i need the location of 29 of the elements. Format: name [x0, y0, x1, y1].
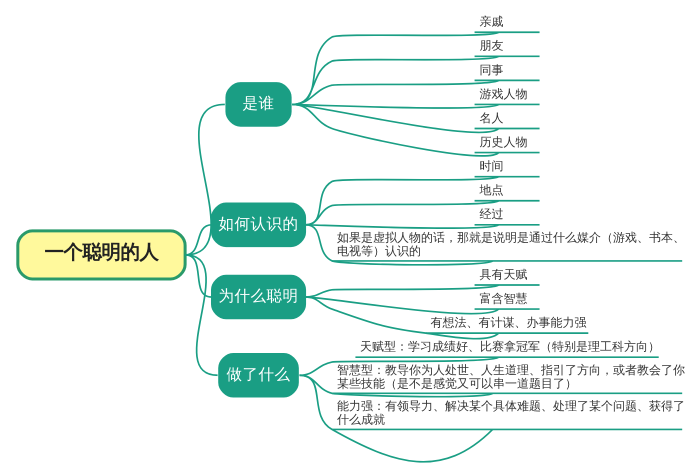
node-text: 智慧型：教导你为人处世、人生道理、指引了方向，或者教会了你某些技能（是不是感觉又可以串一道题目了）: [336, 363, 684, 390]
node-text: 同事: [478, 62, 503, 77]
node-text: 具有天赋: [478, 267, 527, 282]
connector: [184, 254, 218, 376]
node-box: 为什么聪明: [210, 274, 306, 320]
node-text: 名人: [478, 110, 503, 125]
connector: [292, 104, 498, 157]
node-text: 亲戚: [478, 14, 503, 29]
node-text: 富含智慧: [478, 291, 527, 306]
node-text: 游戏人物: [478, 86, 527, 101]
connector: [298, 374, 493, 462]
node-box: 做了什么: [218, 352, 298, 398]
node-text: 有想法、有计谋、办事能力强: [430, 316, 586, 330]
node-text: 经过: [478, 207, 503, 222]
node-text: 地点: [478, 183, 503, 198]
node-text: 朋友: [478, 38, 503, 53]
node-box: 一个聪明的人: [16, 229, 186, 280]
node-box: 是谁: [224, 82, 292, 127]
connector: [304, 224, 492, 266]
node-text: 天赋型：学习成绩好、比赛拿冠军（特别是理工科方向）: [360, 340, 660, 354]
connector: [304, 284, 498, 298]
connector: [304, 176, 498, 226]
connector: [304, 296, 498, 314]
node-box: 如何认识的: [210, 202, 306, 248]
connector: [304, 296, 499, 340]
node-text: 如果是虚拟人物的话，那就是说明是通过什么媒介（游戏、书本、电视等）认识的: [336, 230, 684, 258]
node-text: 历史人物: [478, 134, 527, 149]
node-text: 能力强：有领导力、解决某个具体难题、处理了某个问题、获得了什么成就: [336, 399, 684, 426]
node-text: 时间: [478, 159, 503, 174]
